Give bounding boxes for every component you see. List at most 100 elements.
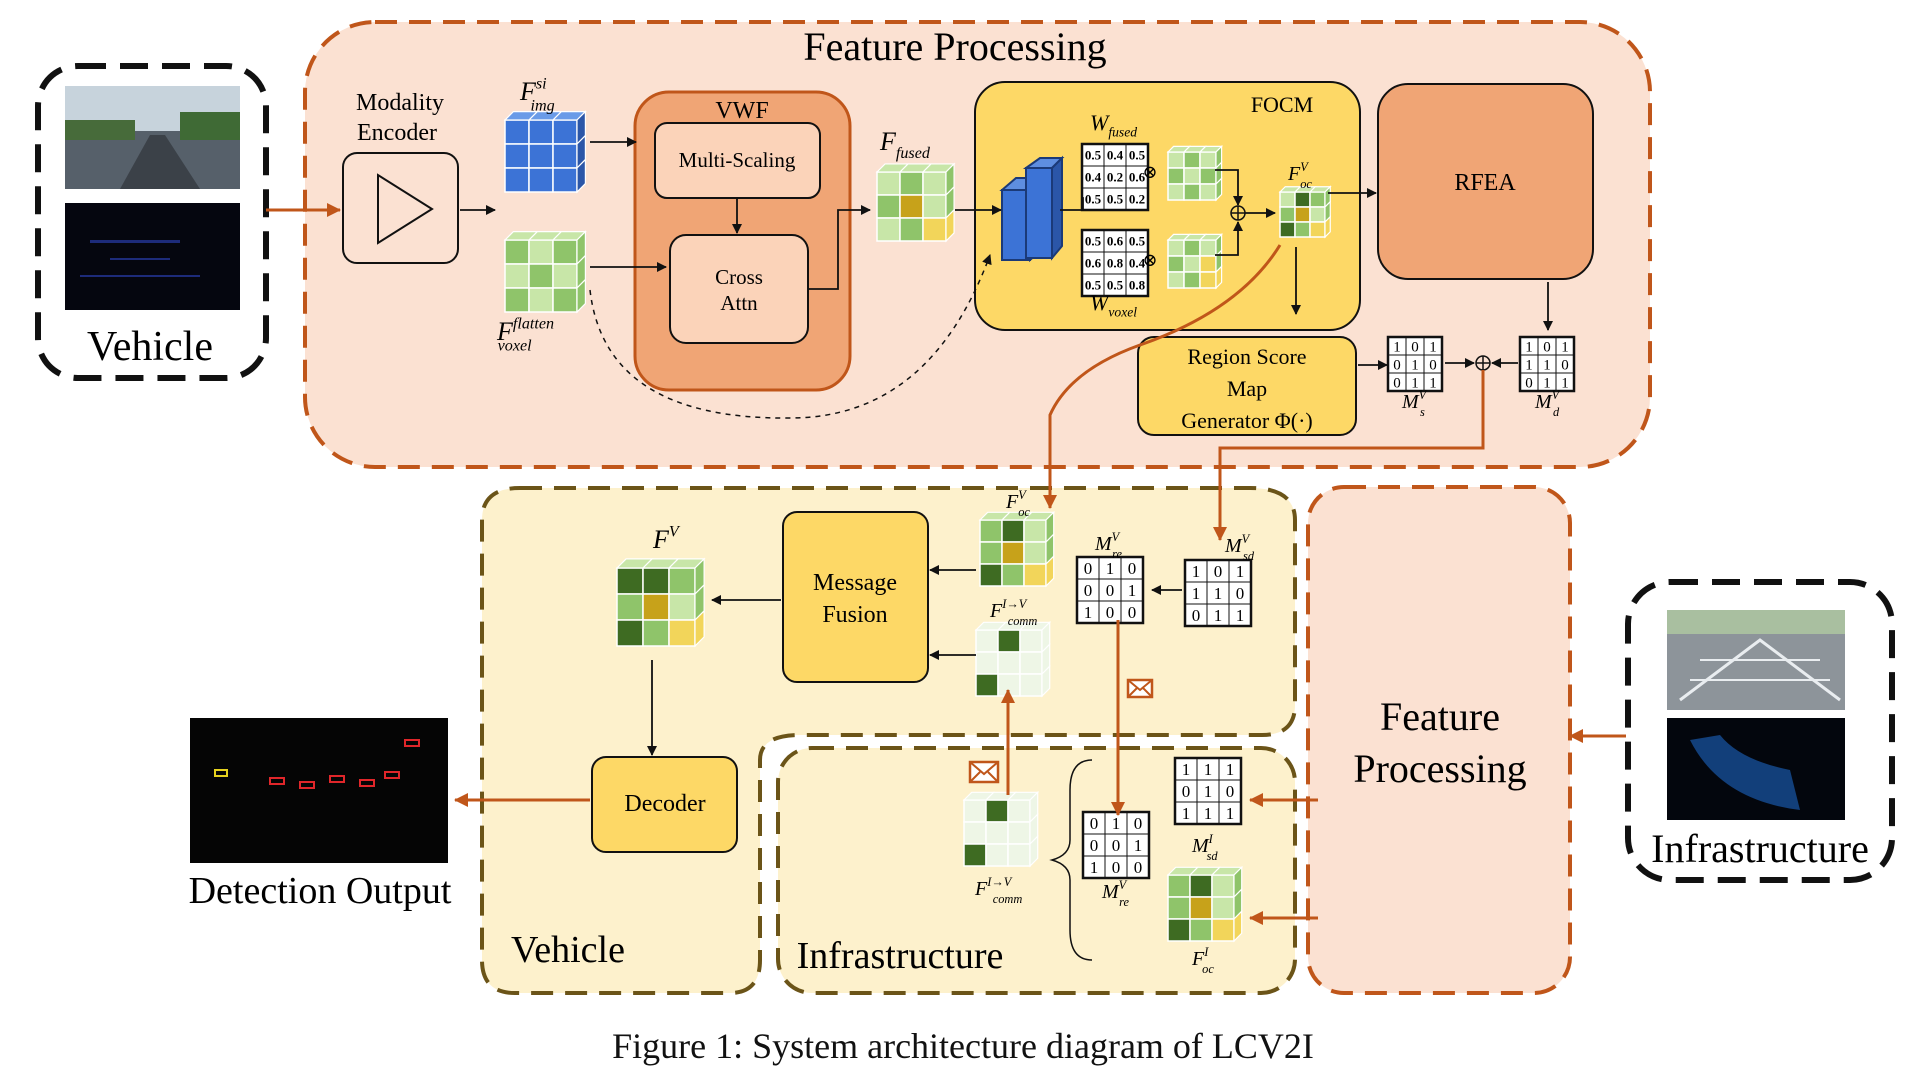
grid-cell [1199,167,1217,185]
grid-cell [1199,271,1217,289]
vehicle-lidar-image [65,203,240,310]
matrix-cell [1228,603,1252,627]
matrix-value: 0.4 [1107,148,1124,163]
grid-cell [1199,255,1217,273]
w-fused-label: Wfused [1090,110,1137,140]
encoder-triangle-icon [377,173,434,245]
infrastructure-panel [776,746,1297,995]
grid-cell [985,843,1009,867]
grid-cell [552,167,578,193]
rfea-label: RFEA [1454,170,1516,196]
matrix-value: 0.8 [1107,256,1124,271]
grid-cell [1183,151,1201,169]
grid-cell [668,619,696,647]
matrix-value: 1 [1204,804,1213,823]
matrix-value: 0.6 [1085,256,1102,271]
grid-cell-side [576,158,586,194]
grid-cell [1279,191,1296,208]
grid-cell [1183,255,1201,273]
grid-cell-side [1324,215,1331,239]
grid-cell [1199,239,1217,257]
grid-cell [1183,167,1201,185]
grid-cell [1199,151,1217,169]
grid-cell [1309,191,1326,208]
matrix-value: 1 [1192,584,1201,603]
envelope-icon-1 [1126,678,1154,699]
grid-cell [1183,271,1201,289]
grid-cell [1167,151,1185,169]
matrix-value: 0.6 [1129,170,1146,185]
f-img-grid [503,110,587,194]
matrix-value: 1 [1411,357,1419,373]
grid-cell [997,651,1021,675]
matrix-value: 0.2 [1129,192,1145,207]
cross-attn-label-1: Cross [715,265,763,289]
orange-arrows [266,203,1626,925]
matrix-value: 1 [1204,782,1213,801]
matrix-value: 0 [1393,357,1401,373]
matrix-value: 1 [1543,357,1551,373]
f-oc-grid-vehicle [978,510,1056,588]
matrix-value: 0.5 [1085,192,1102,207]
matrix-value: 0 [1134,858,1143,877]
infrastructure-panel-label: Infrastructure [797,935,1004,977]
grid-cell [1023,563,1047,587]
focm-title: FOCM [1251,92,1313,117]
focm-network-icon [999,155,1065,263]
f-comm-grid-vehicle [974,620,1052,698]
matrix-value: 1 [1112,814,1121,833]
matrix-value: 0 [1182,782,1191,801]
matrix-value: 1 [1182,760,1191,779]
grid-cell [975,673,999,697]
grid-cell [1023,541,1047,565]
grid-cell [1294,221,1311,238]
f-oc-grid-infrastructure [1166,865,1244,943]
grid-cell [899,194,924,219]
feature-processing-right-label-1: Feature [1380,694,1500,739]
focm-weighted-grid-2 [1166,232,1224,290]
grid-cell [1019,651,1043,675]
modality-encoder-label-1: Modality [356,90,444,116]
dashed-arrow [589,254,992,419]
grid-cell [876,194,901,219]
matrix-value: 0 [1084,559,1093,578]
matrix-value: 1 [1561,339,1569,355]
grid-cell [963,821,987,845]
matrix-value: 1 [1084,603,1093,622]
grid-cell [1007,821,1031,845]
matrix-value: 0 [1226,782,1235,801]
matrix-value: 0.5 [1085,278,1102,293]
grid-cell [528,287,554,313]
matrix-value: 0 [1543,339,1551,355]
matrix-value: 0 [1090,814,1099,833]
infrastructure-input-label: Infrastructure [1651,826,1869,871]
matrix-value: 0 [1393,375,1401,391]
matrix-value: 1 [1226,760,1235,779]
grid-cell [975,651,999,675]
grid-cell [668,593,696,621]
grid-cell [1167,271,1185,289]
grid-cell [1309,221,1326,238]
f-v-label: FV [652,523,681,554]
matrix-value: 1 [1204,760,1213,779]
vwf-title: VWF [715,98,768,124]
matrix-value: 0 [1128,559,1137,578]
figure-caption: Figure 1: System architecture diagram of… [612,1026,1314,1066]
grid-cell [1309,206,1326,223]
grid-cell [985,821,1009,845]
f-fused-grid [875,162,956,243]
matrix-value: 0 [1214,562,1223,581]
matrix-value: 0 [1106,581,1115,600]
grid-cell [616,593,644,621]
matrix-cell [1555,372,1575,392]
grid-cell [975,629,999,653]
matrix-value: 1 [1214,584,1223,603]
grid-cell [1001,519,1025,543]
grid-cell [504,119,530,145]
grid-cell [963,843,987,867]
